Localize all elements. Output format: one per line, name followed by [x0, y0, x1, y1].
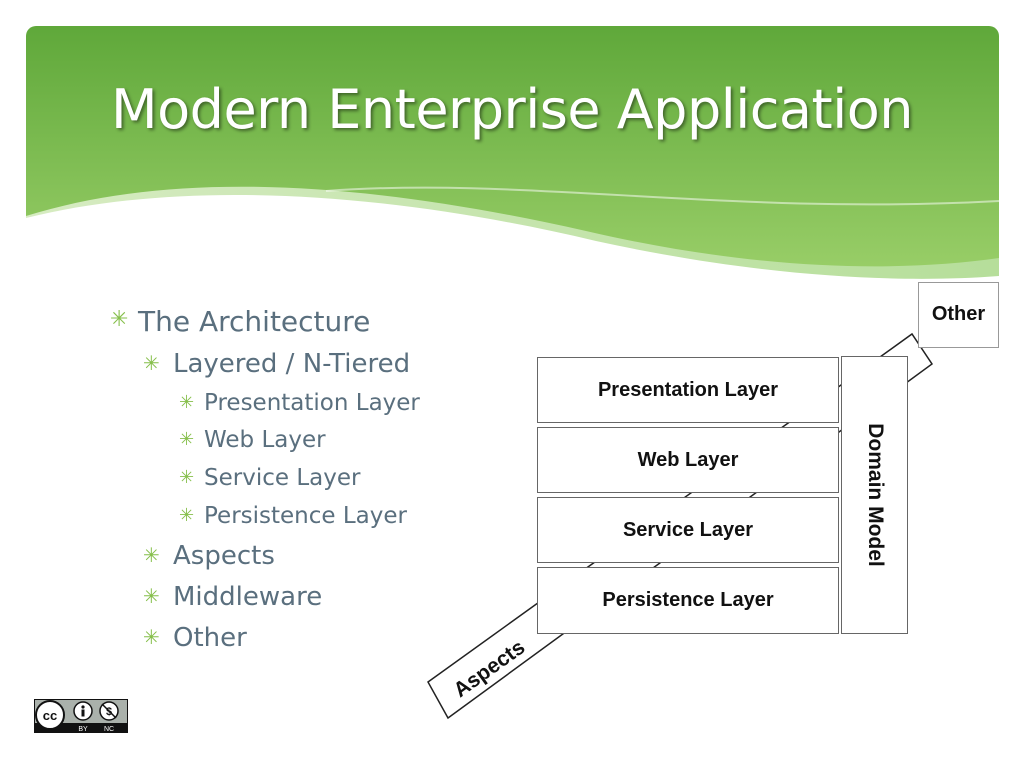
bullet-text: Layered / N-Tiered	[173, 349, 411, 379]
domain-model-label: Domain Model	[863, 423, 887, 567]
layer-presentation: Presentation Layer	[537, 357, 839, 423]
header-background	[26, 26, 999, 284]
bullet-text: Aspects	[173, 541, 275, 571]
bullet-text: The Architecture	[138, 305, 371, 338]
other-box: Other	[918, 282, 999, 348]
cc-label: cc	[43, 708, 57, 723]
domain-model-box: Domain Model	[841, 356, 908, 634]
layer-web: Web Layer	[537, 427, 839, 493]
bullet-mark: ✳	[179, 505, 195, 526]
bullet-mark: ✳	[143, 351, 160, 375]
bullet-text: Presentation Layer	[204, 390, 420, 416]
bullet-mark: ✳	[143, 625, 160, 649]
bullet-mark: ✳	[110, 307, 129, 332]
nc-label: NC	[104, 726, 114, 732]
bullet-text: Web Layer	[204, 427, 326, 453]
layer-service: Service Layer	[537, 497, 839, 563]
header-band	[26, 26, 999, 284]
by-label: BY	[78, 726, 88, 732]
bullet-text: Service Layer	[204, 465, 361, 491]
layer-persistence: Persistence Layer	[537, 567, 839, 634]
bullet-text: Other	[173, 623, 247, 653]
bullet-mark: ✳	[143, 584, 160, 608]
bullet-mark: ✳	[179, 467, 195, 488]
bullet-mark: ✳	[179, 392, 195, 413]
bullet-mark: ✳	[143, 543, 160, 567]
bullet-text: Middleware	[173, 582, 323, 612]
cc-by-nc-icon: cc $ BY NC	[35, 700, 127, 732]
license-badge: cc $ BY NC	[34, 699, 128, 733]
bullet-mark: ✳	[179, 429, 195, 450]
slide-title: Modern Enterprise Application	[111, 78, 913, 141]
bullet-text: Persistence Layer	[204, 503, 407, 529]
